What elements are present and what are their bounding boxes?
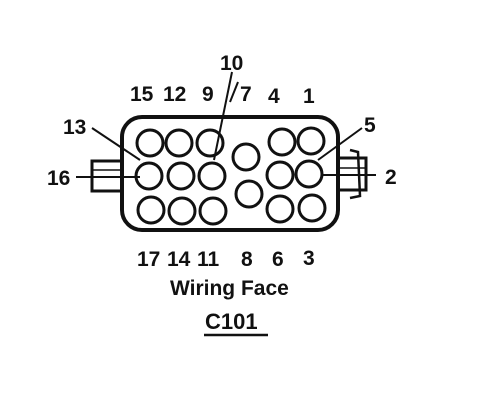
cavity-row-bottom bbox=[136, 193, 327, 226]
pin-label-16: 16 bbox=[47, 167, 70, 190]
pin-label-7: 7 bbox=[240, 83, 252, 106]
pin-label-3: 3 bbox=[303, 247, 315, 270]
cavity-12 bbox=[164, 128, 194, 158]
pin-label-15: 15 bbox=[130, 83, 154, 106]
pin-label-6: 6 bbox=[272, 248, 284, 271]
pin-label-1: 1 bbox=[303, 85, 315, 108]
connector-id: C101 bbox=[205, 309, 258, 334]
pin-label-2: 2 bbox=[385, 166, 397, 189]
leader-5 bbox=[317, 127, 363, 161]
pin-label-9: 9 bbox=[202, 83, 214, 106]
pin-label-12: 12 bbox=[163, 83, 186, 106]
cavity-row-middle bbox=[134, 142, 324, 209]
pin-label-17: 17 bbox=[137, 248, 160, 271]
leader-13 bbox=[91, 127, 141, 161]
cavity-13 bbox=[166, 161, 196, 191]
cavity-11 bbox=[198, 196, 228, 226]
leader-10 bbox=[213, 71, 233, 161]
cavity-4 bbox=[267, 127, 297, 157]
cavity-2 bbox=[294, 159, 324, 189]
cavity-1 bbox=[296, 126, 326, 156]
cavity-7 bbox=[231, 142, 261, 172]
cavity-6 bbox=[265, 194, 295, 224]
pin-label-14: 14 bbox=[167, 248, 191, 271]
cavity-3 bbox=[297, 193, 327, 223]
pin-label-5: 5 bbox=[364, 114, 376, 137]
cavity-17 bbox=[136, 195, 166, 225]
pin-label-4: 4 bbox=[268, 85, 280, 108]
pin-label-13: 13 bbox=[63, 116, 86, 139]
wiring-face-caption: Wiring Face bbox=[170, 277, 289, 300]
leader-lines bbox=[76, 71, 376, 178]
pin-label-10: 10 bbox=[220, 52, 243, 75]
pin-label-11: 11 bbox=[197, 248, 220, 271]
leader-7 bbox=[229, 81, 239, 103]
cavity-5 bbox=[265, 160, 295, 190]
pin-label-8: 8 bbox=[241, 248, 253, 271]
cavity-8 bbox=[234, 179, 264, 209]
cavity-row-top bbox=[135, 126, 326, 158]
cavity-14 bbox=[167, 196, 197, 226]
cavity-15 bbox=[135, 128, 165, 158]
cavity-10 bbox=[197, 161, 227, 191]
